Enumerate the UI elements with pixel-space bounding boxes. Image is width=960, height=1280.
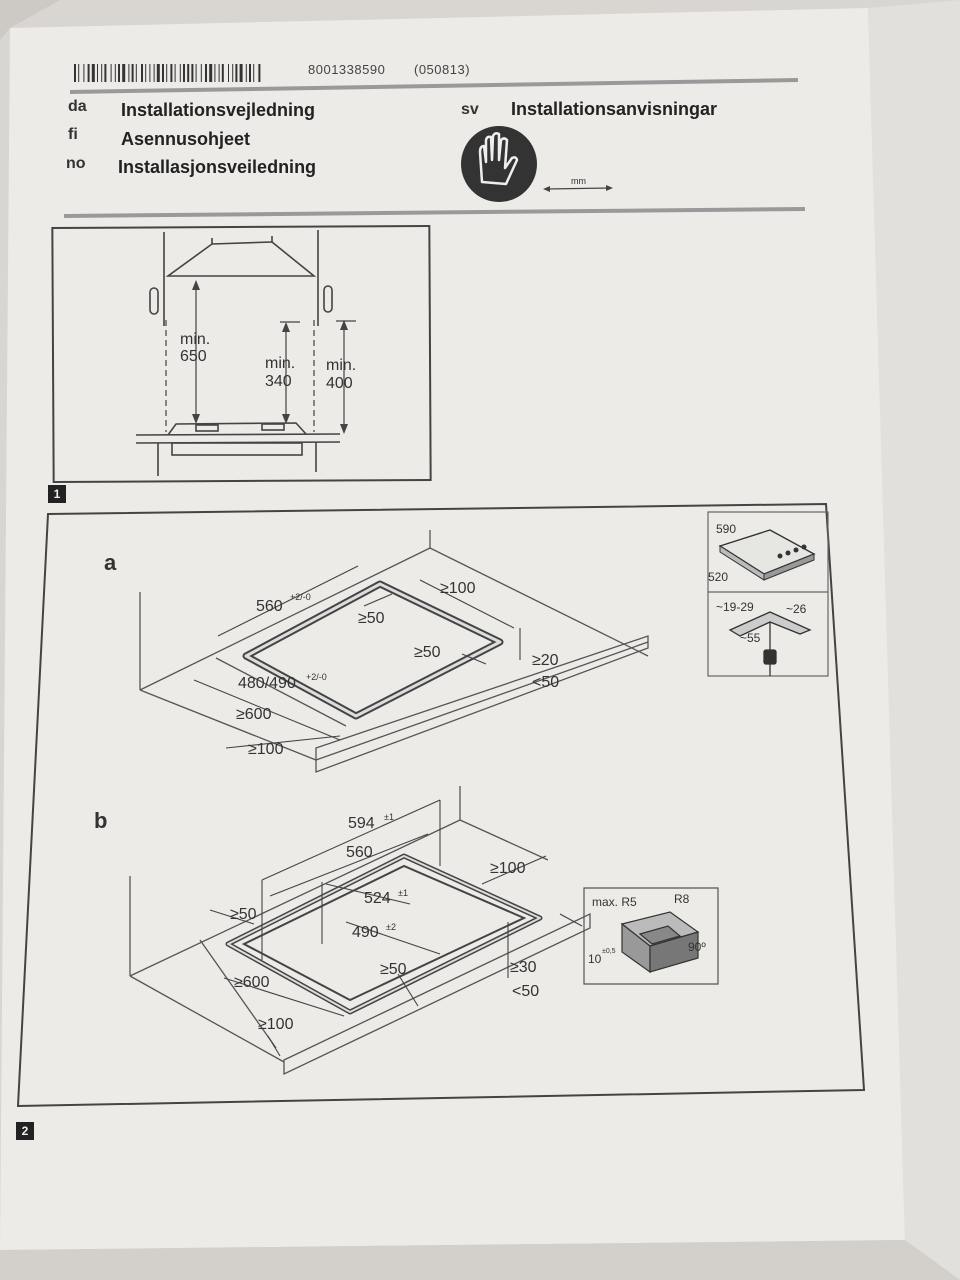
rebate-corner-icon [620, 911, 700, 974]
hood-min-label: min. [180, 331, 211, 348]
lang-code-no: no [66, 155, 86, 172]
part-number: 8001338590 [308, 62, 386, 77]
b-left-gap: ≥50 [230, 906, 257, 923]
hood-min-value: 650 [180, 348, 207, 365]
b-thickness-max: <50 [512, 983, 540, 1000]
section-a-letter: a [104, 550, 117, 575]
figure-1-number: 1 [48, 485, 66, 503]
detail-angle: 90º [688, 940, 706, 954]
b-mid-gap: ≥50 [380, 961, 407, 978]
revision-code: (050813) [414, 62, 471, 77]
lang-title-sv: Installationsanvisningar [511, 99, 718, 119]
b-front-100: ≥100 [258, 1016, 294, 1033]
lang-title-da: Installationsvejledning [121, 100, 316, 120]
a-side-gap: ≥50 [414, 644, 441, 661]
unit-label: mm [571, 176, 586, 186]
wall-min-value: 400 [326, 375, 353, 392]
detail-depth-tol: ±0,5 [602, 948, 616, 955]
side-min-value: 340 [265, 373, 292, 390]
a-cut-width-tol: +2/-0 [290, 592, 311, 602]
b-back-gap: ≥100 [490, 860, 526, 877]
a-front-100: ≥100 [248, 741, 284, 758]
a-back-gap: ≥100 [440, 580, 476, 597]
a-cut-depth: 480/490 [238, 675, 296, 692]
b-inner-depth-tol: ±2 [386, 922, 396, 932]
inset-width: 590 [716, 522, 737, 536]
mounting-clip-icon [728, 611, 812, 676]
a-thickness-max: <50 [532, 674, 560, 691]
side-min-label: min. [265, 355, 296, 372]
detail-radius-max: max. R5 [592, 895, 637, 909]
a-cut-depth-tol: +2/-0 [306, 672, 327, 682]
figure-2-number: 2 [16, 1122, 34, 1140]
hob-thumbnail-icon [718, 529, 816, 581]
detail-depth: 10 [588, 952, 602, 966]
lang-title-fi: Asennusohjeet [121, 129, 251, 149]
lang-code-da: da [68, 98, 87, 115]
a-front-600: ≥600 [236, 706, 272, 723]
clip-dim-b: ~26 [786, 602, 807, 616]
a-inner-gap: ≥50 [358, 610, 385, 627]
clip-dim-c: ~55 [740, 631, 761, 645]
section-b-letter: b [94, 808, 108, 833]
detail-radius: R8 [674, 892, 690, 906]
wall-min-label: min. [326, 357, 357, 374]
a-cut-width: 560 [256, 598, 283, 615]
b-thickness-min: ≥30 [510, 959, 537, 976]
lang-code-sv: sv [461, 101, 479, 118]
b-inner-width-tol: ±1 [398, 888, 408, 898]
b-outer: 594 [348, 815, 375, 832]
clip-dim-a: ~19-29 [716, 600, 754, 614]
lang-title-no: Installasjonsveiledning [118, 157, 317, 177]
b-width: 560 [346, 844, 373, 861]
b-front-600: ≥600 [234, 974, 270, 991]
b-outer-tol: ±1 [384, 812, 394, 822]
b-inner-width: 524 [364, 890, 391, 907]
b-inner-depth: 490 [352, 924, 379, 941]
a-thickness-min: ≥20 [532, 652, 559, 669]
inset-depth: 520 [708, 570, 729, 584]
lang-code-fi: fi [68, 126, 78, 143]
